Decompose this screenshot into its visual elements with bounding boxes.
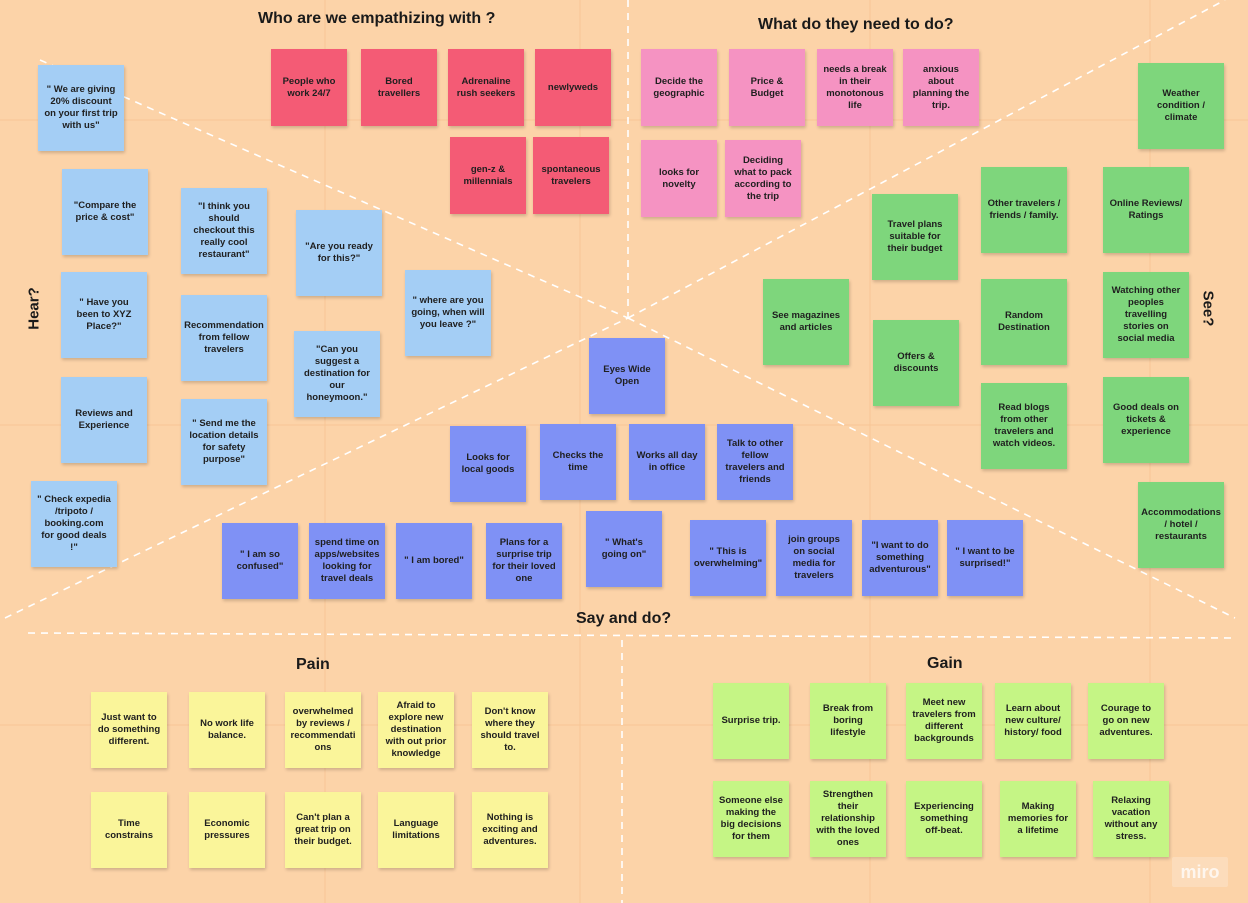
- sticky-note-gain[interactable]: Someone else making the big decisions fo…: [713, 781, 789, 857]
- sticky-note-hear[interactable]: Reviews and Experience: [61, 377, 147, 463]
- sticky-note-hear[interactable]: "Compare the price & cost": [62, 169, 148, 255]
- miro-logo: miro: [1172, 857, 1228, 887]
- sticky-note-pain[interactable]: Afraid to explore new destination with o…: [378, 692, 454, 768]
- say-heading: Say and do?: [576, 610, 672, 627]
- sticky-note-hear[interactable]: " We are giving 20% discount on your fir…: [38, 65, 124, 151]
- sticky-note-pain[interactable]: Can't plan a great trip on their budget.: [285, 792, 361, 868]
- sticky-note-see[interactable]: Online Reviews/ Ratings: [1103, 167, 1189, 253]
- sticky-note-who[interactable]: Adrenaline rush seekers: [448, 49, 524, 126]
- sticky-note-say[interactable]: " What's going on": [586, 511, 662, 587]
- sticky-note-pain[interactable]: Economic pressures: [189, 792, 265, 868]
- sticky-note-gain[interactable]: Relaxing vacation without any stress.: [1093, 781, 1169, 857]
- sticky-note-say[interactable]: Checks the time: [540, 424, 616, 500]
- sticky-note-hear[interactable]: " where are you going, when will you lea…: [405, 270, 491, 356]
- sticky-note-say[interactable]: Plans for a surprise trip for their love…: [486, 523, 562, 599]
- sticky-note-pain[interactable]: Language limitations: [378, 792, 454, 868]
- gain-heading: Gain: [927, 655, 963, 672]
- sticky-note-gain[interactable]: Making memories for a lifetime: [1000, 781, 1076, 857]
- sticky-note-pain[interactable]: Time constrains: [91, 792, 167, 868]
- sticky-note-who[interactable]: newlyweds: [535, 49, 611, 126]
- sticky-note-gain[interactable]: Meet new travelers from different backgr…: [906, 683, 982, 759]
- sticky-note-hear[interactable]: " Send me the location details for safet…: [181, 399, 267, 485]
- sticky-note-pain[interactable]: Just want to do something different.: [91, 692, 167, 768]
- sticky-note-who[interactable]: Bored travellers: [361, 49, 437, 126]
- sticky-note-say[interactable]: " I want to be surprised!": [947, 520, 1023, 596]
- sticky-note-say[interactable]: "I want to do something adventurous": [862, 520, 938, 596]
- sticky-note-need[interactable]: looks for novelty: [641, 140, 717, 217]
- sticky-note-pain[interactable]: overwhelmed by reviews / recommendati on…: [285, 692, 361, 768]
- sticky-note-need[interactable]: Price & Budget: [729, 49, 805, 126]
- sticky-note-gain[interactable]: Experiencing something off-beat.: [906, 781, 982, 857]
- sticky-note-gain[interactable]: Surprise trip.: [713, 683, 789, 759]
- sticky-note-pain[interactable]: No work life balance.: [189, 692, 265, 768]
- sticky-note-hear[interactable]: " Check expedia /tripoto / booking.com f…: [31, 481, 117, 567]
- sticky-note-hear[interactable]: "Can you suggest a destination for our h…: [294, 331, 380, 417]
- sticky-note-who[interactable]: gen-z & millennials: [450, 137, 526, 214]
- sticky-note-who[interactable]: People who work 24/7: [271, 49, 347, 126]
- sticky-note-see[interactable]: Travel plans suitable for their budget: [872, 194, 958, 280]
- sticky-note-hear[interactable]: "I think you should checkout this really…: [181, 188, 267, 274]
- sticky-note-say[interactable]: Works all day in office: [629, 424, 705, 500]
- sticky-note-see[interactable]: Watching other peoples travelling storie…: [1103, 272, 1189, 358]
- hear-heading: Hear?: [25, 287, 43, 330]
- sticky-note-hear[interactable]: " Have you been to XYZ Place?": [61, 272, 147, 358]
- sticky-note-pain[interactable]: Don't know where they should travel to.: [472, 692, 548, 768]
- sticky-note-need[interactable]: anxious about planning the trip.: [903, 49, 979, 126]
- pain-heading: Pain: [296, 656, 330, 673]
- sticky-note-see[interactable]: See magazines and articles: [763, 279, 849, 365]
- sticky-note-who[interactable]: spontaneous travelers: [533, 137, 609, 214]
- sticky-note-need[interactable]: Decide the geographic: [641, 49, 717, 126]
- sticky-note-see[interactable]: Good deals on tickets & experience: [1103, 377, 1189, 463]
- sticky-note-gain[interactable]: Strengthen their relationship with the l…: [810, 781, 886, 857]
- sticky-note-hear[interactable]: "Are you ready for this?": [296, 210, 382, 296]
- who-heading: Who are we empathizing with ?: [258, 10, 496, 27]
- sticky-note-say[interactable]: " I am so confused": [222, 523, 298, 599]
- see-heading: See?: [1199, 290, 1217, 327]
- sticky-note-say[interactable]: Eyes Wide Open: [589, 338, 665, 414]
- sticky-note-need[interactable]: needs a break in their monotonous life: [817, 49, 893, 126]
- sticky-note-see[interactable]: Accommodations / hotel / restaurants: [1138, 482, 1224, 568]
- sticky-note-see[interactable]: Other travelers / friends / family.: [981, 167, 1067, 253]
- sticky-note-say[interactable]: spend time on apps/websites looking for …: [309, 523, 385, 599]
- sticky-note-pain[interactable]: Nothing is exciting and adventures.: [472, 792, 548, 868]
- sticky-note-see[interactable]: Weather condition / climate: [1138, 63, 1224, 149]
- need-heading: What do they need to do?: [758, 16, 954, 33]
- sticky-note-say[interactable]: Talk to other fellow travelers and frien…: [717, 424, 793, 500]
- sticky-note-gain[interactable]: Learn about new culture/ history/ food: [995, 683, 1071, 759]
- sticky-note-see[interactable]: Random Destination: [981, 279, 1067, 365]
- sticky-note-see[interactable]: Read blogs from other travelers and watc…: [981, 383, 1067, 469]
- sticky-note-say[interactable]: join groups on social media for traveler…: [776, 520, 852, 596]
- sticky-note-say[interactable]: " This is overwhelming": [690, 520, 766, 596]
- sticky-note-need[interactable]: Deciding what to pack according to the t…: [725, 140, 801, 217]
- sticky-note-gain[interactable]: Break from boring lifestyle: [810, 683, 886, 759]
- sticky-note-hear[interactable]: Recommendation from fellow travelers: [181, 295, 267, 381]
- sticky-note-see[interactable]: Offers & discounts: [873, 320, 959, 406]
- sticky-note-say[interactable]: " I am bored": [396, 523, 472, 599]
- sticky-note-gain[interactable]: Courage to go on new adventures.: [1088, 683, 1164, 759]
- sticky-note-say[interactable]: Looks for local goods: [450, 426, 526, 502]
